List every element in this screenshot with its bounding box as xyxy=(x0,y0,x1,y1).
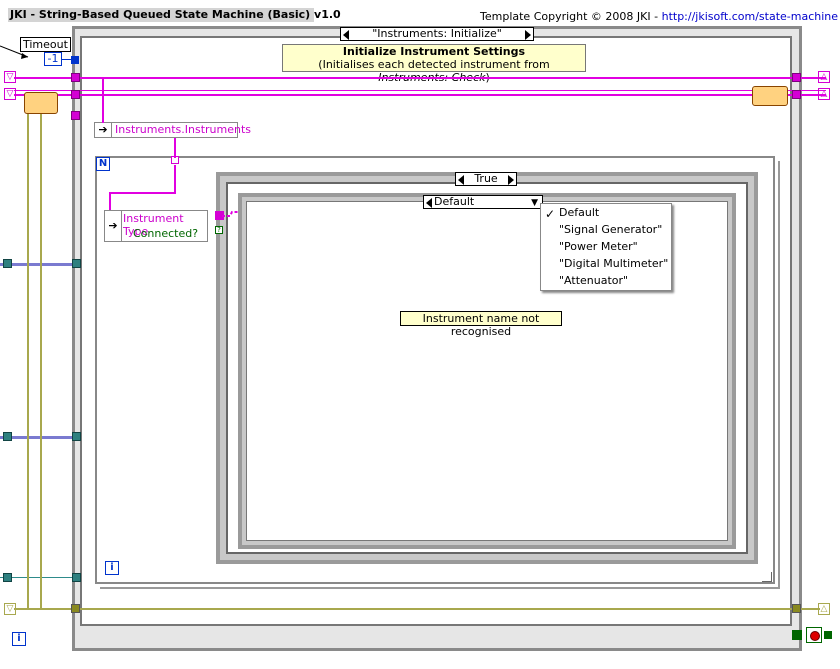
error-wire xyxy=(40,108,42,608)
type-tunnel[interactable] xyxy=(215,211,224,220)
tunnel[interactable] xyxy=(792,90,801,99)
dropdown-item-power-meter[interactable]: "Power Meter" xyxy=(559,240,638,253)
tunnel[interactable] xyxy=(71,111,80,120)
stop-tunnel[interactable] xyxy=(792,630,802,640)
resize-grip-icon[interactable] xyxy=(762,572,772,582)
comment-body: (Initialises each detected instrument fr… xyxy=(283,58,585,84)
dropdown-item-digital-multimeter[interactable]: "Digital Multimeter" xyxy=(559,257,669,270)
timeout-wire xyxy=(0,45,29,59)
ref-terminal[interactable] xyxy=(72,573,81,582)
for-loop-count-terminal[interactable]: N xyxy=(96,157,110,171)
shift-register-left-icon[interactable]: ▽ xyxy=(4,71,16,83)
dropdown-item-signal-generator[interactable]: "Signal Generator" xyxy=(559,223,663,236)
arrow-right-icon: ➔ xyxy=(105,211,122,241)
ref-terminal[interactable] xyxy=(72,259,81,268)
queue-ref-icon[interactable] xyxy=(752,86,788,106)
error-message-constant[interactable]: Instrument name not recognised xyxy=(400,311,562,338)
default-case-value: Default xyxy=(434,195,475,208)
stop-output xyxy=(824,631,832,639)
dropdown-item-default[interactable]: Default xyxy=(559,206,600,219)
data-cluster-wire-top xyxy=(14,90,826,91)
error-tunnel[interactable] xyxy=(71,604,80,613)
case-next-arrow-icon[interactable] xyxy=(525,30,531,40)
comment-title: Initialize Instrument Settings xyxy=(342,45,526,58)
bundle-wire xyxy=(102,77,104,123)
ref-terminal[interactable] xyxy=(72,432,81,441)
window-title: JKI - String-Based Queued State Machine … xyxy=(8,8,341,22)
tunnel[interactable] xyxy=(792,73,801,82)
arrow-right-icon: ➔ xyxy=(95,123,112,137)
timeout-tunnel[interactable] xyxy=(71,56,79,64)
stop-terminal[interactable] xyxy=(806,627,822,643)
checkmark-icon: ✓ xyxy=(545,207,556,221)
copyright-text: Template Copyright © 2008 JKI - http://j… xyxy=(480,10,838,23)
dequeue-function-icon[interactable] xyxy=(24,92,58,114)
case-selector[interactable]: "Instruments: Initialize" xyxy=(340,27,534,41)
copyright-link[interactable]: http://jkisoft.com/state-machine xyxy=(661,10,839,23)
shift-register-right-icon[interactable]: △ xyxy=(818,71,830,83)
default-case-selector[interactable]: Default ▼ xyxy=(423,195,543,209)
ref-terminal[interactable] xyxy=(3,432,12,441)
error-tunnel[interactable] xyxy=(792,604,801,613)
for-loop-shadow xyxy=(100,161,780,589)
unbundle-by-name[interactable]: ➔ Instrument Type Connected? xyxy=(104,210,208,242)
chevron-down-icon[interactable]: ▼ xyxy=(531,198,538,208)
tunnel[interactable] xyxy=(71,90,80,99)
field-instrument-type: Instrument Type xyxy=(123,212,184,238)
case-next-arrow-icon[interactable] xyxy=(508,175,514,185)
shift-register-left-icon[interactable]: ▽ xyxy=(4,88,16,100)
for-loop-iteration-terminal: i xyxy=(105,561,119,575)
case-prev-arrow-icon[interactable] xyxy=(458,175,464,185)
data-cluster-wire[interactable] xyxy=(14,94,826,96)
type-wire xyxy=(222,211,240,217)
stop-icon xyxy=(810,631,820,641)
timeout-wire xyxy=(62,59,72,60)
state-comment: Initialize Instrument Settings (Initiali… xyxy=(282,44,586,84)
copyright-prefix: Template Copyright © 2008 JKI - xyxy=(480,10,662,23)
tunnel[interactable] xyxy=(71,73,80,82)
bundle-by-name[interactable]: ➔ Instruments.Instruments xyxy=(94,122,251,138)
case-dropdown-menu[interactable]: ✓ Default "Signal Generator" "Power Mete… xyxy=(540,203,672,291)
ref-terminal[interactable] xyxy=(3,259,12,268)
ref-terminal[interactable] xyxy=(3,573,12,582)
case-selector-value: "Instruments: Initialize" xyxy=(372,27,502,40)
shift-register-right-icon[interactable]: △ xyxy=(818,88,830,100)
comment-body-prefix: (Initialises each detected instrument fr… xyxy=(318,58,550,71)
case-prev-arrow-icon[interactable] xyxy=(426,198,432,208)
true-case-selector[interactable]: True xyxy=(455,172,517,186)
case-prev-arrow-icon[interactable] xyxy=(343,30,349,40)
error-wire[interactable] xyxy=(14,608,820,610)
element-wire xyxy=(109,165,176,210)
timeout-constant[interactable]: -1 xyxy=(44,52,62,66)
error-wire xyxy=(27,108,29,608)
case-next-arrow-icon[interactable] xyxy=(540,195,550,203)
case-selector-terminal[interactable]: ? xyxy=(215,226,223,234)
true-case-value: True xyxy=(474,172,498,185)
timeout-label: Timeout xyxy=(20,37,71,52)
bundle-field-label: Instruments.Instruments xyxy=(115,123,252,136)
dropdown-item-attenuator[interactable]: "Attenuator" xyxy=(559,274,629,287)
state-string-wire[interactable] xyxy=(14,77,826,79)
array-wire xyxy=(174,138,176,158)
field-connected: Connected? xyxy=(133,227,199,240)
while-loop-iteration-terminal: i xyxy=(12,632,26,646)
